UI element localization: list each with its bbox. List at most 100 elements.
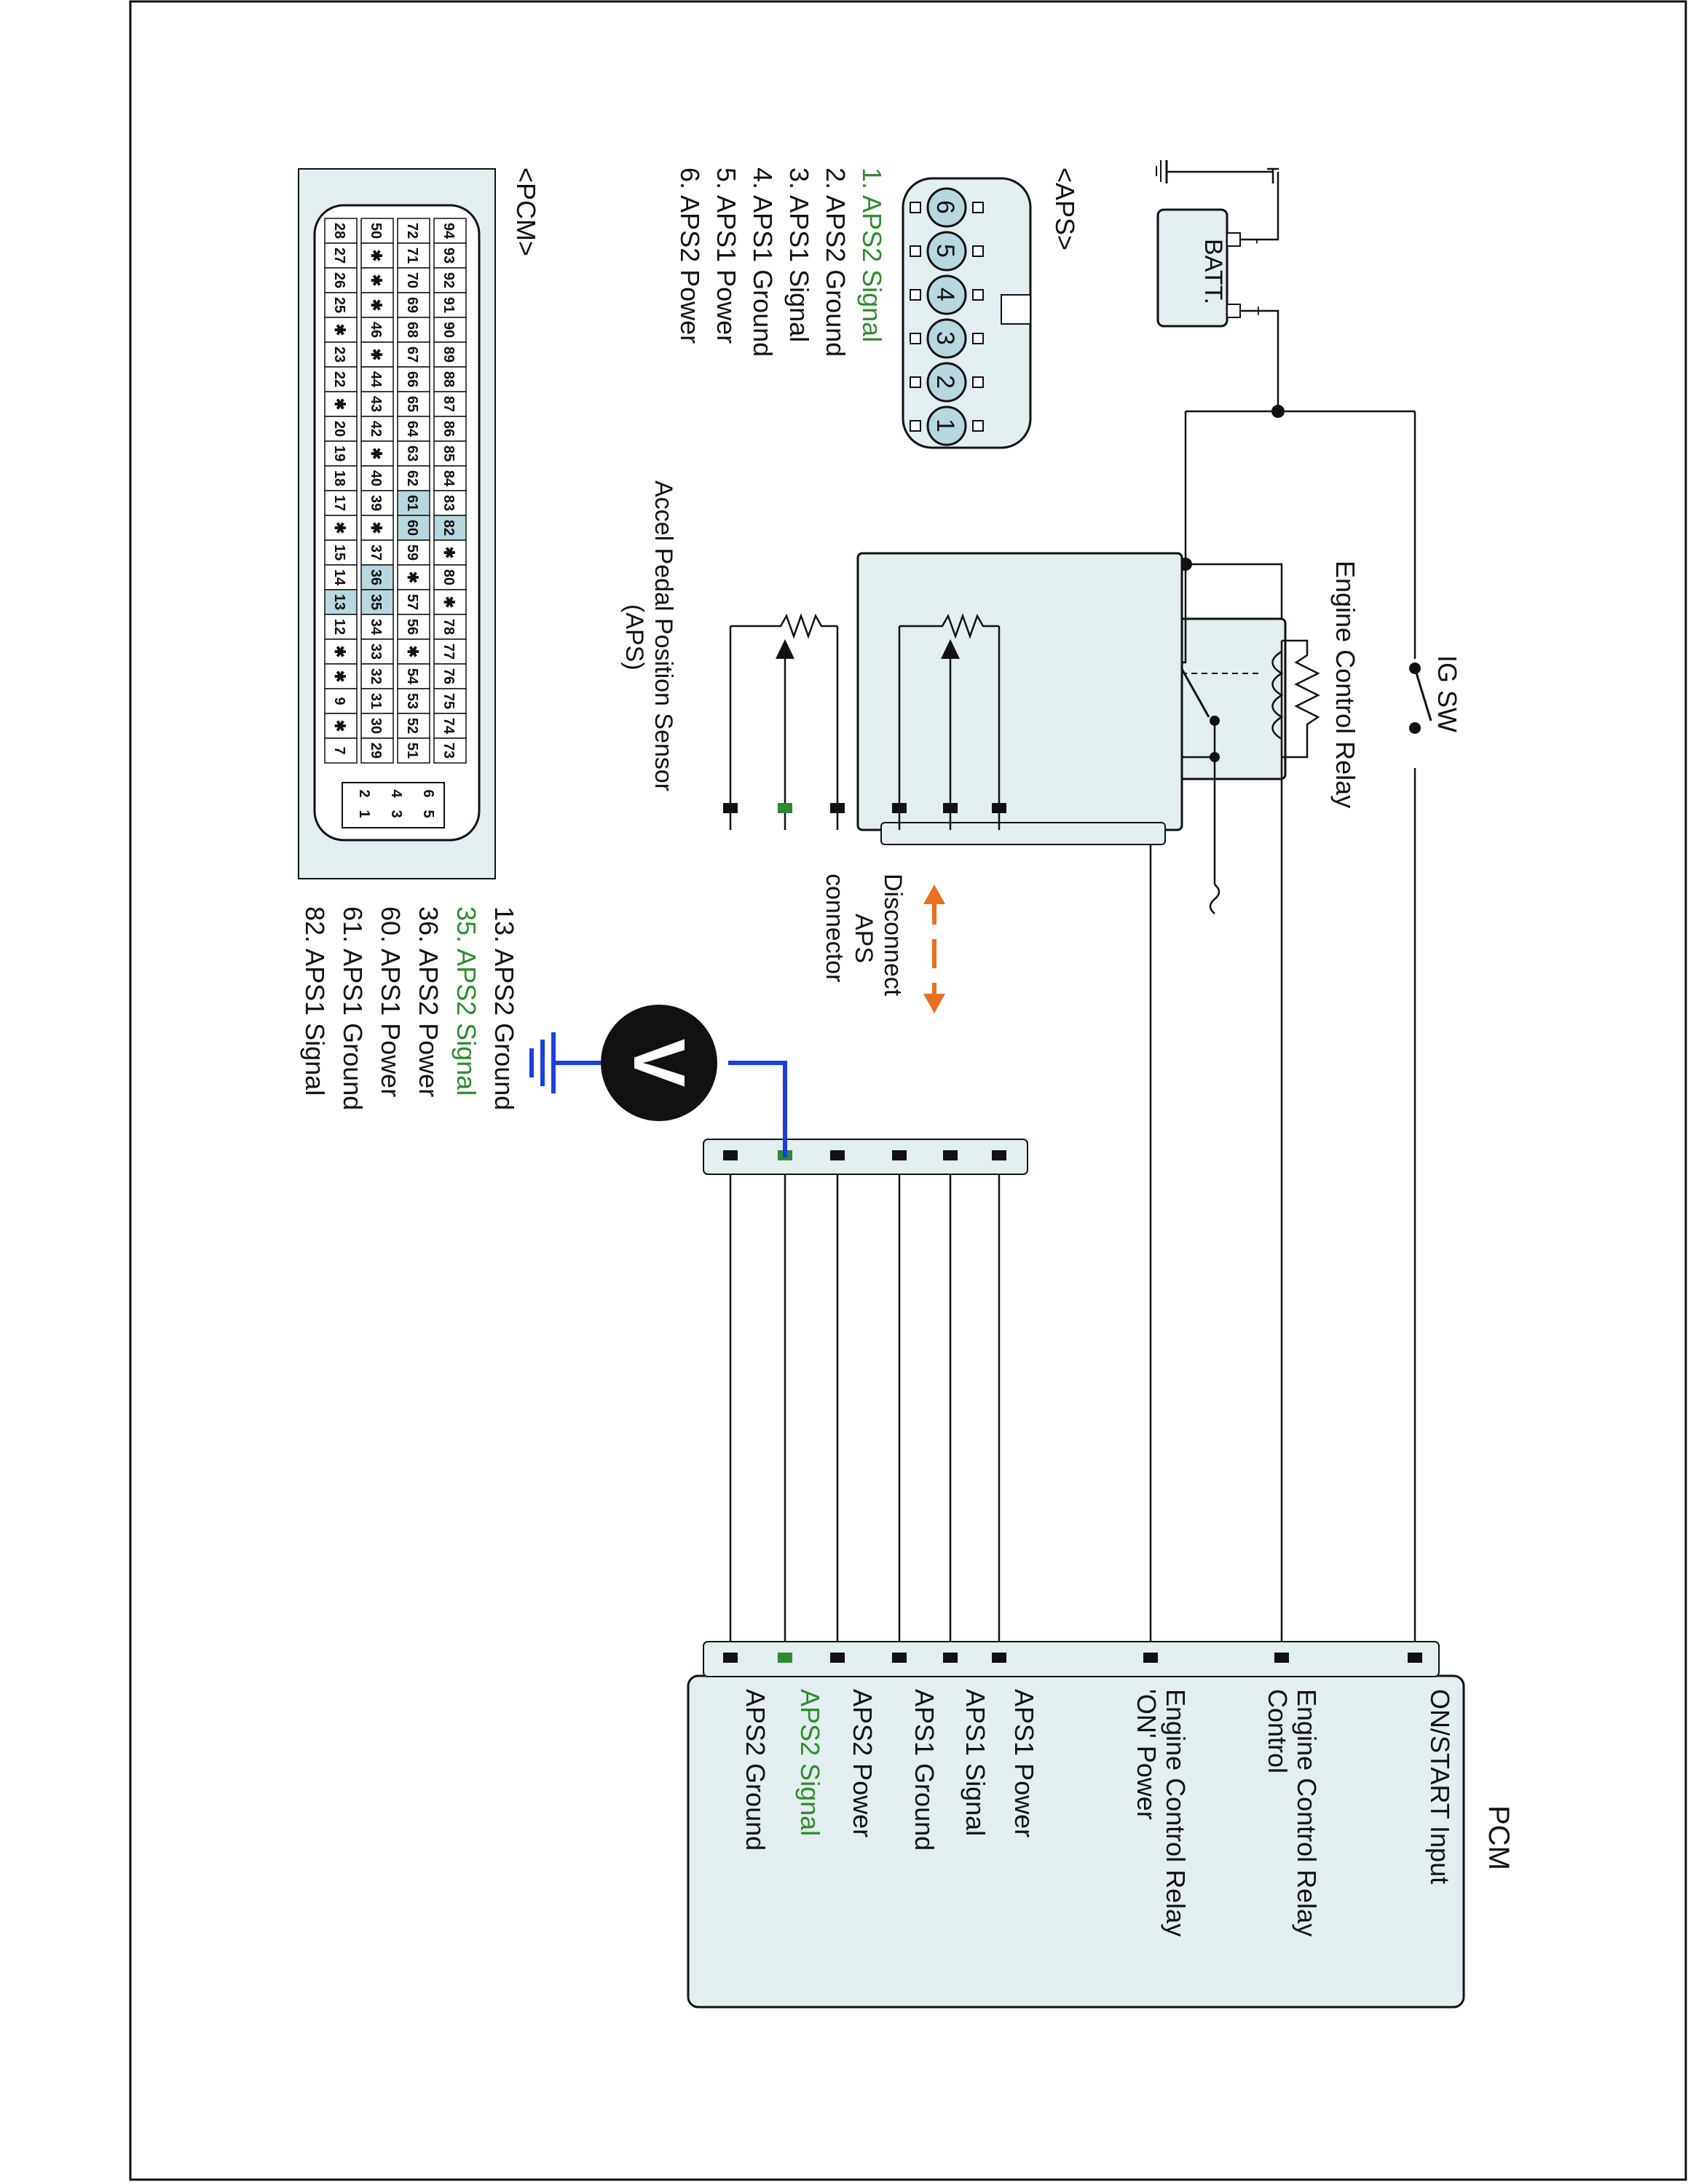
pcm-cell-3-18: ✱ xyxy=(331,670,347,683)
aps-sensor-body xyxy=(856,552,1183,831)
aps-pin-1 xyxy=(926,405,967,446)
pcm-cell-0-18: 76 xyxy=(441,668,457,684)
pcm-cell-0-14: 80 xyxy=(441,569,457,585)
relay-label: Engine Control Relay xyxy=(1330,561,1360,808)
pcm-cell-3-10: 18 xyxy=(331,470,347,486)
pcm-cell-0-0: 94 xyxy=(441,223,457,240)
pcm-cell-3-6: 22 xyxy=(331,371,347,387)
pcm-cell-1-3: 69 xyxy=(404,297,420,313)
pcm-cell-0-20: 74 xyxy=(441,718,457,735)
pcm-cell-3-1: 27 xyxy=(331,248,347,264)
pcm-cell-0-5: 89 xyxy=(441,347,457,363)
pcm-cell-0-19: 75 xyxy=(441,693,457,709)
pcm-legend-2: 35. APS2 Signal xyxy=(451,906,481,1096)
pcm-cell-1-6: 66 xyxy=(404,371,420,387)
pcm-cell-1-10: 62 xyxy=(404,470,420,486)
aps-pin-number-1: 1 xyxy=(931,419,959,432)
aps-connector-title: <APS> xyxy=(1050,167,1080,250)
pcm-small-pin-1: 1 xyxy=(356,810,372,818)
pcm-cell-0-21: 73 xyxy=(441,743,457,759)
pcm-cell-0-16: 78 xyxy=(441,619,457,635)
pcm-cell-0-11: 83 xyxy=(441,495,457,511)
aps-pin-number-4: 4 xyxy=(931,288,959,301)
pcm-small-pin-4: 4 xyxy=(388,789,404,798)
aps-legend-4: 4. APS1 Ground xyxy=(748,167,778,357)
pcm-legend-5: 61. APS1 Ground xyxy=(338,906,368,1110)
pcm-cell-2-19: 31 xyxy=(368,693,384,709)
pcm-cell-1-18: 54 xyxy=(404,668,420,685)
pcm-cell-3-12: ✱ xyxy=(331,522,347,534)
pcm-cell-0-9: 85 xyxy=(441,446,457,462)
page-frame xyxy=(129,0,1687,2181)
aps-pin-number-6: 6 xyxy=(931,200,959,214)
pcm-cell-2-14: 36 xyxy=(368,569,384,585)
pcm-small-pin-group xyxy=(342,782,445,828)
aps-legend-3: 3. APS1 Signal xyxy=(784,167,814,342)
pcm-cell-2-1: ✱ xyxy=(368,250,384,262)
pcm-pin-label-3-b: 'ON' Power xyxy=(1132,1689,1162,1820)
pcm-cell-1-8: 64 xyxy=(404,421,420,438)
pcm-cell-2-11: 39 xyxy=(368,495,384,511)
pcm-connector xyxy=(703,1641,1440,1677)
pcm-title: PCM xyxy=(1483,1805,1515,1870)
aps-legend-1: 1. APS2 Signal xyxy=(857,167,887,342)
aps-legend-2: 2. APS2 Ground xyxy=(821,167,851,357)
disconnect-line1: Disconnect xyxy=(879,874,907,997)
pcm-cell-2-17: 33 xyxy=(368,644,384,660)
pcm-small-pin-6: 6 xyxy=(420,789,436,797)
pcm-cell-3-16: 12 xyxy=(331,619,347,635)
pcm-cell-1-2: 70 xyxy=(404,272,420,288)
ig-switch-contact-bottom xyxy=(1409,722,1421,734)
pcm-cell-1-21: 51 xyxy=(404,743,420,759)
aps-legend-5: 5. APS1 Power xyxy=(711,167,741,344)
disconnect-line2: APS xyxy=(850,914,877,963)
aps2-potentiometer xyxy=(730,613,837,639)
pcm-cell-2-20: 30 xyxy=(368,718,384,734)
pcm-small-pin-3: 3 xyxy=(388,810,404,818)
pcm-cell-3-19: 9 xyxy=(331,697,347,705)
pcm-cell-3-2: 26 xyxy=(331,272,347,288)
pcm-cell-0-7: 87 xyxy=(441,396,457,412)
battery-plus-terminal xyxy=(1226,304,1241,318)
aps-legend-6: 6. APS2 Power xyxy=(675,167,705,344)
pcm-cell-2-21: 29 xyxy=(368,743,384,759)
disconnect-line3: connector xyxy=(821,874,848,982)
pcm-cell-3-5: 23 xyxy=(331,347,347,363)
pcm-cell-2-5: ✱ xyxy=(368,349,384,361)
pcm-cell-0-15: ✱ xyxy=(441,596,457,609)
pcm-cell-1-14: ✱ xyxy=(404,571,420,584)
aps-sensor-label-1: Accel Pedal Position Sensor xyxy=(650,480,677,791)
pcm-cell-3-9: 19 xyxy=(331,446,347,462)
pcm-pin-label-2-b: Control xyxy=(1263,1689,1293,1773)
pcm-pin-label-9: APS2 Ground xyxy=(741,1689,770,1851)
pcm-cell-3-4: ✱ xyxy=(331,324,347,336)
pcm-cell-1-17: ✱ xyxy=(404,646,420,658)
voltmeter-symbol: V xyxy=(618,1039,700,1088)
pcm-cell-1-13: 59 xyxy=(404,545,420,561)
pcm-cell-3-3: 25 xyxy=(331,297,347,313)
pcm-connector-title: <PCM> xyxy=(511,167,541,256)
pcm-pin-label-2: Engine Control Relay xyxy=(1292,1689,1322,1936)
pcm-pin-label-3: Engine Control Relay xyxy=(1161,1689,1191,1936)
pcm-cell-2-3: ✱ xyxy=(368,299,384,312)
pcm-cell-2-15: 35 xyxy=(368,594,384,610)
aps-pin-4 xyxy=(926,274,967,315)
pcm-cell-1-12: 60 xyxy=(404,520,420,536)
aps-sensor-label-2: (APS) xyxy=(620,604,648,670)
pcm-cell-0-1: 93 xyxy=(441,248,457,264)
pcm-cell-0-3: 91 xyxy=(441,297,457,313)
pcm-cell-2-9: ✱ xyxy=(368,448,384,460)
pcm-cell-1-7: 65 xyxy=(404,396,420,412)
pcm-legend-1: 13. APS2 Ground xyxy=(489,906,519,1110)
pcm-cell-3-8: 20 xyxy=(331,421,347,437)
battery-label: BATT. xyxy=(1199,239,1227,304)
pcm-cell-3-0: 28 xyxy=(331,223,347,239)
pcm-cell-3-17: ✱ xyxy=(331,646,347,658)
pcm-cell-0-2: 92 xyxy=(441,272,457,288)
pcm-pin-label-1: ON/START Input xyxy=(1425,1689,1455,1884)
pcm-cell-1-1: 71 xyxy=(404,248,420,264)
pcm-cell-1-9: 63 xyxy=(404,446,420,462)
pcm-cell-1-16: 56 xyxy=(404,619,420,635)
